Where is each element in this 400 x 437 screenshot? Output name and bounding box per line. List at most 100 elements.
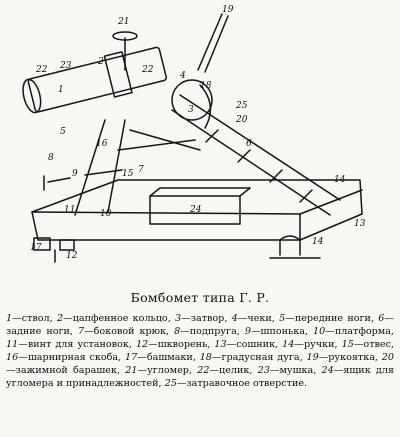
callout-label: 7 (138, 165, 144, 175)
figure-legend: 1—ствол, 2—цапфенное кольцо, 3—затвор, 4… (6, 312, 394, 390)
legend-number: 11 (6, 339, 19, 350)
legend-number: 21 (125, 365, 138, 376)
legend-item: 2—цапфенное кольцо, (57, 313, 175, 324)
callout-label: 9 (72, 169, 78, 179)
breech (171, 79, 213, 121)
legend-text: —отвес, (353, 339, 395, 350)
rail-rung (269, 169, 283, 183)
callout-label: 20 (235, 115, 248, 125)
legend-text: —подпруга, (180, 326, 245, 337)
legend-text: —шкворень, (148, 339, 215, 350)
legend-number: 9 (244, 326, 251, 337)
legend-item: 1—ствол, (6, 313, 57, 324)
legend-text: —чеки, (237, 313, 280, 324)
figure-caption: Бомбомет типа Г. Р. (130, 290, 270, 305)
callout-label: 14 (312, 237, 324, 247)
legend-text: —ящик для угломера и принадлежностей, (6, 365, 394, 389)
adjusting-screw (47, 177, 71, 183)
cross-brace (129, 129, 201, 151)
shoe (59, 239, 75, 251)
legend-number: 6 (378, 313, 385, 324)
front-leg (74, 119, 106, 216)
legend-number: 16 (6, 352, 19, 363)
legend-item: 16—шарнирная скоба, (6, 352, 125, 363)
legend-text: —рукоятка, (318, 352, 382, 363)
legend-item: 17—башмаки, (125, 352, 200, 363)
legend-text: —задние ноги, (6, 313, 394, 337)
legend-text: —зажимной барашек, (6, 365, 126, 376)
legend-item: 8—подпруга, (174, 326, 245, 337)
legend-text: —шпонька, (250, 326, 313, 337)
rail-rung (299, 189, 313, 203)
legend-item: 23—мушка, (258, 365, 322, 376)
callout-label: 6 (246, 139, 252, 149)
legend-item: 4—чеки, (232, 313, 279, 324)
legend-number: 12 (135, 339, 149, 350)
legend-number: 5 (279, 313, 286, 324)
callout-label: 3 (188, 105, 194, 115)
callout-label: 15 (122, 169, 134, 179)
legend-number: 13 (214, 339, 227, 350)
legend-text: —башмаки, (137, 352, 200, 363)
callout-label: 1 (58, 85, 64, 95)
legend-item: 14—ручки, (282, 339, 341, 350)
legend-item: 25—затравочное отверстие. (165, 378, 307, 389)
legend-item: 13—сошник, (214, 339, 282, 350)
goniometer (112, 31, 138, 41)
legend-number: 22 (197, 365, 210, 376)
front-leg-brace (84, 169, 123, 176)
legend-number: 15 (341, 339, 354, 350)
rail-rung (205, 129, 219, 143)
callout-label: 2 (97, 57, 104, 67)
callout-label: 17 (30, 243, 42, 253)
legend-text: —сошник, (226, 339, 283, 350)
legend-item: 7—боковой крюк, (78, 326, 174, 337)
handle (279, 235, 301, 256)
platform-outline (31, 179, 363, 241)
legend-item: 20 —зажимной барашек, (6, 352, 394, 376)
callout-label: 22 (141, 65, 154, 75)
platform-edge (299, 189, 363, 215)
accessory-box-edge (149, 187, 161, 197)
legend-item: 22—целик, (197, 365, 257, 376)
legend-item: 6—задние ноги, (6, 313, 394, 337)
legend-item: 15—отвес, (342, 339, 394, 350)
legend-number: 7 (77, 326, 85, 337)
bomb-launcher-drawing: 22 1 2 3 4 5 6 7 8 9 10 11 12 13 14 14 1… (22, 5, 366, 263)
legend-item: 12—шкворень, (136, 339, 214, 350)
legend-item: 19—рукоятка, (306, 352, 381, 363)
shoe (33, 237, 51, 251)
callout-label: 10 (100, 209, 112, 219)
callout-label: 23 (59, 61, 72, 71)
legend-text: —передние ноги, (285, 313, 379, 324)
rail-rung (237, 149, 251, 163)
legend-text: —цапфенное кольцо, (63, 313, 176, 324)
legend-number: 19 (306, 352, 319, 363)
legend-number: 10 (313, 326, 326, 337)
legend-item: 3—затвор, (175, 313, 232, 324)
cross-brace (117, 139, 196, 151)
callout-label: 21 (117, 17, 129, 27)
legend-text: —ствол, (12, 313, 57, 324)
legend-number: 20 (381, 352, 394, 363)
barrel (22, 46, 168, 114)
callout-label: 5 (60, 127, 66, 137)
bomb-launcher-illustration: 22 1 2 3 4 5 6 7 8 9 10 11 12 13 14 14 1… (22, 5, 366, 263)
callout-label: 25 (235, 101, 248, 111)
lever (204, 15, 229, 73)
legend-text: —ручки, (294, 339, 342, 350)
legend-text: —боковой крюк, (84, 326, 175, 337)
callout-label: 18 (200, 81, 212, 91)
callout-label: 22 (35, 65, 48, 75)
legend-text: —затравочное отверстие. (176, 378, 308, 389)
accessory-box-edge (239, 187, 251, 197)
legend-text: —винт для установок, (18, 339, 136, 350)
legend-number: 3 (175, 313, 182, 324)
callout-label: 24 (189, 205, 202, 215)
legend-item: 21—угломер, (125, 365, 197, 376)
legend-item: 18—градусная дуга, (200, 352, 307, 363)
callout-label: 4 (179, 71, 186, 81)
legend-text: —градусная дуга, (211, 352, 307, 363)
legend-number: 17 (125, 352, 138, 363)
